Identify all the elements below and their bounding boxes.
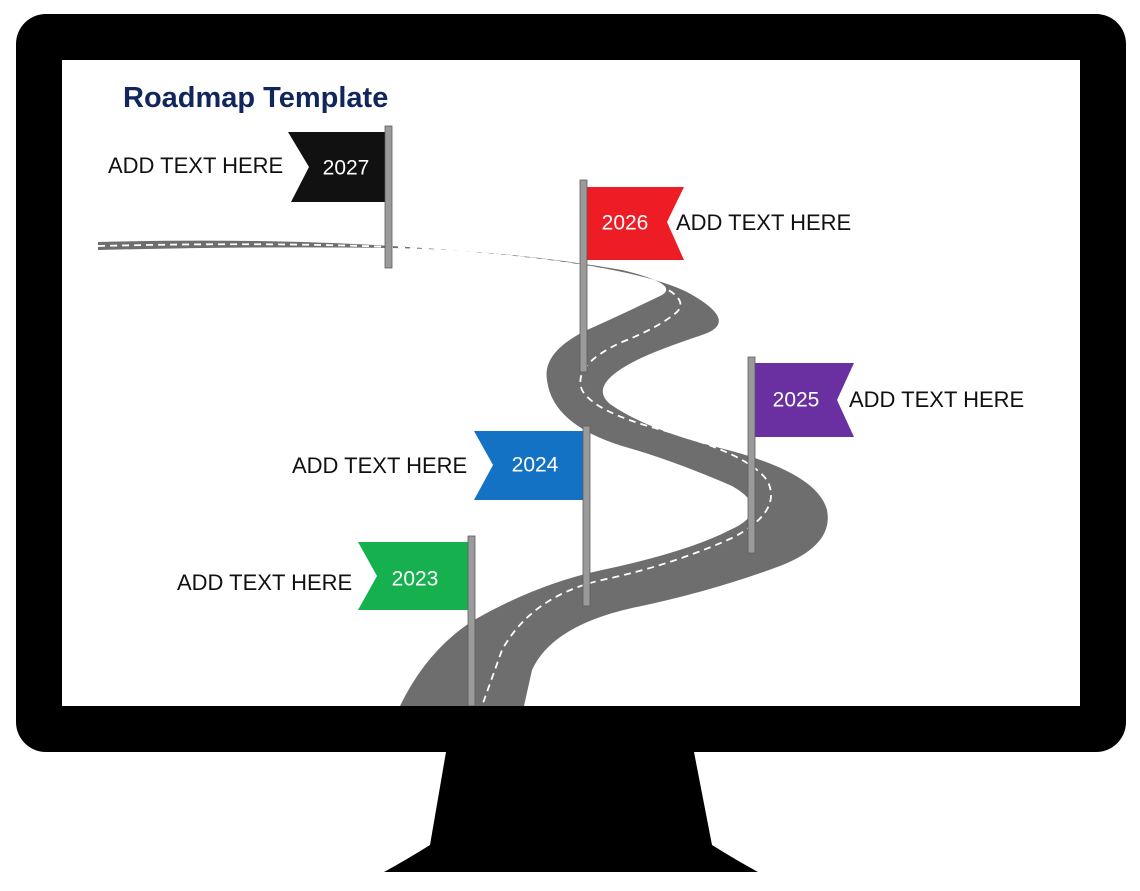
- flag-icon: [585, 187, 684, 260]
- milestone-2026: 2026: [579, 179, 684, 373]
- milestone-2024: 2024: [474, 425, 591, 607]
- flag-icon: [288, 132, 386, 202]
- flag-year-label: 2025: [773, 389, 820, 412]
- road-body: [98, 240, 828, 706]
- flag-year-label: 2023: [392, 568, 439, 591]
- flag-icon: [474, 431, 584, 500]
- roadmap-road: 2027 2026 2025 2024: [97, 125, 854, 706]
- flag-pole: [467, 535, 476, 706]
- milestone-2025: 2025: [747, 356, 854, 554]
- milestone-2025-text: ADD TEXT HERE: [849, 387, 1025, 412]
- flag-year-label: 2026: [602, 212, 649, 235]
- flag-pole: [579, 179, 588, 373]
- milestone-2027: 2027: [288, 125, 393, 269]
- flag-icon: [358, 542, 469, 610]
- milestone-2024-text: ADD TEXT HERE: [292, 453, 468, 478]
- flag-icon: [753, 363, 854, 437]
- milestone-2023-text: ADD TEXT HERE: [177, 570, 353, 595]
- flag-year-label: 2024: [512, 454, 559, 477]
- flag-pole: [384, 125, 393, 269]
- flag-pole: [747, 356, 756, 554]
- milestone-2026-text: ADD TEXT HERE: [676, 210, 852, 235]
- milestone-2023: 2023: [358, 535, 476, 706]
- page-title: Roadmap Template: [123, 82, 389, 114]
- slide-canvas: Roadmap Template 2027 2026 2025: [62, 60, 1080, 706]
- milestone-2027-text: ADD TEXT HERE: [108, 153, 284, 178]
- road-center-line: [97, 243, 772, 706]
- flag-pole: [582, 425, 591, 607]
- flag-year-label: 2027: [323, 157, 370, 180]
